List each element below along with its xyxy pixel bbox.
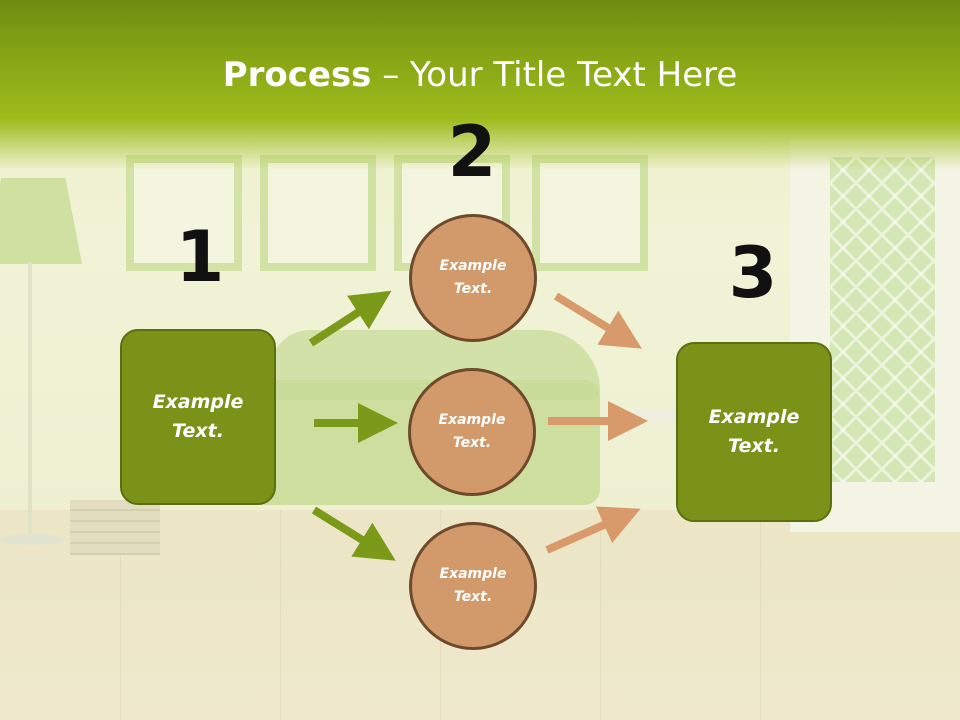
header-band [0,0,960,170]
picture-frame [532,155,648,271]
step-2-circle-2: Example Text. [408,368,536,496]
floor-plank [600,510,601,720]
step-1-text: Example Text. [152,391,244,442]
arrow-1-to-2a [308,290,392,347]
step-3-text: Example Text. [708,406,800,457]
step-number-3: 3 [728,232,778,314]
step-2-circle-2-text: Example Text. [438,412,506,451]
title-bold: Process [222,55,372,95]
step-2-circle-3-text: Example Text. [439,566,507,605]
arrow-1-to-2c [311,506,396,561]
floor-plank [280,510,281,720]
arrow-2c-to-3 [545,506,641,554]
step-3-box: Example Text. [676,342,832,522]
step-2-circle-1-text: Example Text. [439,258,507,297]
step-1-box: Example Text. [120,329,276,505]
step-number-1: 1 [175,216,225,298]
step-number-2: 2 [447,111,497,193]
arrow-2a-to-3 [553,292,642,349]
lamp-base [0,533,64,545]
step-2-circle-1: Example Text. [409,214,537,342]
door-panel [830,157,935,482]
floor-plank [760,510,761,720]
slide-title: Process – Your Title Text Here [0,54,960,96]
step-2-circle-3: Example Text. [409,522,537,650]
picture-frame [126,155,242,271]
picture-frame [260,155,376,271]
lamp-pole [28,262,32,537]
title-rest: – Your Title Text Here [371,55,738,95]
book-stack [70,500,160,555]
floor-plank [120,510,121,720]
